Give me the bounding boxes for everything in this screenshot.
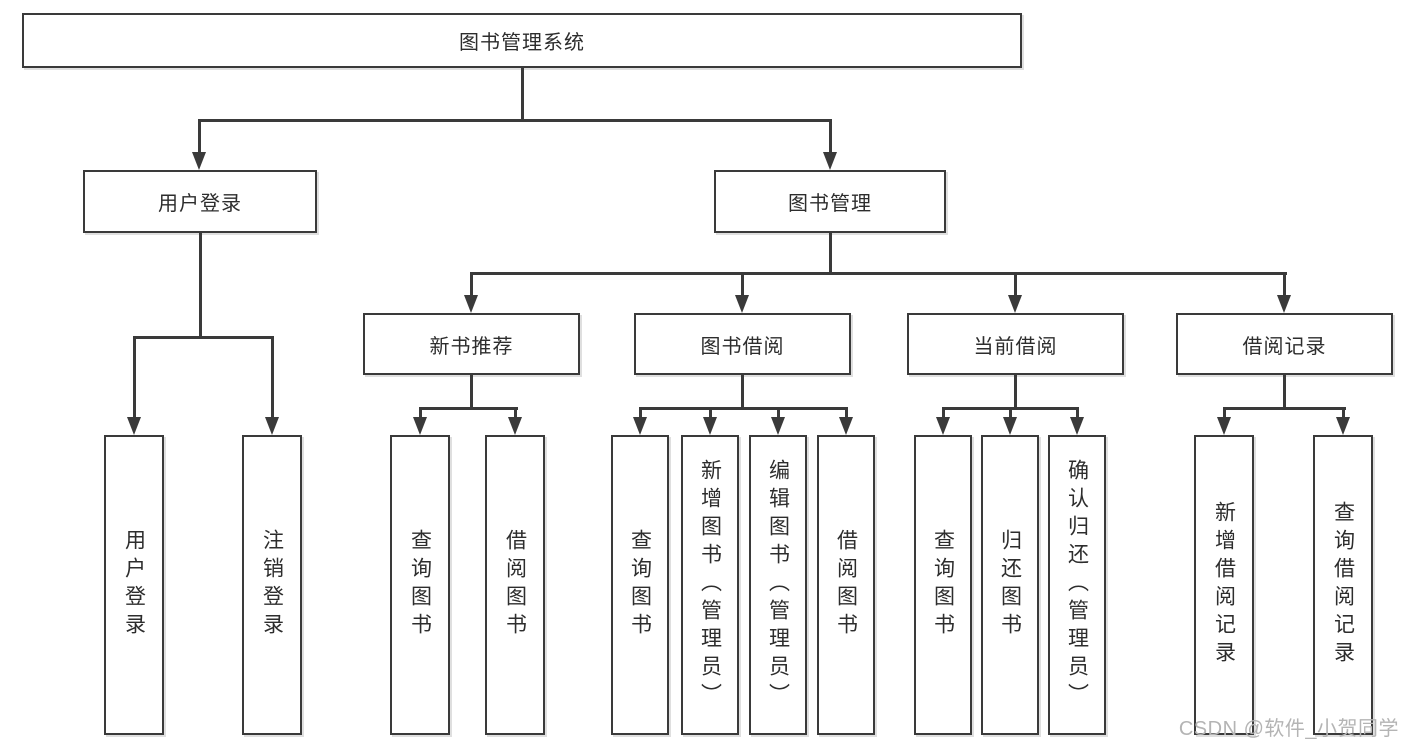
arrowhead-down-icon <box>265 417 279 435</box>
connector-stem <box>1076 407 1079 419</box>
leaf-add-book-admin: 新增图书（管理员） <box>681 435 739 735</box>
node-borrowing-records: 借阅记录 <box>1176 313 1393 375</box>
leaf-confirm-return-admin: 确认归还（管理员） <box>1048 435 1106 735</box>
leaf-query-books-current: 查询图书 <box>914 435 972 735</box>
csdn-watermark: CSDN @软件_小贺同学 <box>1178 718 1399 740</box>
arrowhead-down-icon <box>127 417 141 435</box>
arrowhead-down-icon <box>823 152 837 170</box>
leaf-borrow-books-recommend: 借阅图书 <box>485 435 545 735</box>
leaf-logout: 注销登录 <box>242 435 302 735</box>
connector-stem <box>1283 375 1286 409</box>
leaf-edit-book-admin: 编辑图书（管理员） <box>749 435 807 735</box>
leaf-query-books-borrowing: 查询图书 <box>611 435 669 735</box>
connector-stem <box>777 407 780 419</box>
leaf-query-books-recommend-label: 查询图书 <box>408 529 432 641</box>
connector-stem <box>741 375 744 409</box>
leaf-return-book-label: 归还图书 <box>998 529 1022 641</box>
connector-stem <box>470 375 473 409</box>
connector-stem <box>639 407 642 419</box>
node-library-system-label: 图书管理系统 <box>459 32 585 54</box>
arrowhead-down-icon <box>413 417 427 435</box>
connector-bar <box>198 119 832 122</box>
connector-bar <box>639 407 848 410</box>
arrowhead-down-icon <box>508 417 522 435</box>
leaf-add-borrow-record-label: 新增借阅记录 <box>1212 501 1236 669</box>
leaf-borrow-books-borrowing: 借阅图书 <box>817 435 875 735</box>
connector-stem <box>1009 407 1012 419</box>
leaf-confirm-return-admin-label: 确认归还（管理员） <box>1065 459 1089 711</box>
connector-stem <box>470 272 473 297</box>
arrowhead-down-icon <box>1217 417 1231 435</box>
node-user-login-label: 用户登录 <box>158 193 242 215</box>
connector-stem <box>845 407 848 419</box>
connector-stem <box>271 336 274 419</box>
leaf-query-books-borrowing-label: 查询图书 <box>628 529 652 641</box>
connector-stem <box>419 407 422 419</box>
node-library-system: 图书管理系统 <box>22 13 1022 68</box>
connector-stem <box>521 68 524 120</box>
node-current-borrowing: 当前借阅 <box>907 313 1124 375</box>
connector-stem <box>942 407 945 419</box>
leaf-borrow-books-recommend-label: 借阅图书 <box>503 529 527 641</box>
arrowhead-down-icon <box>1277 295 1291 313</box>
node-user-login: 用户登录 <box>83 170 317 233</box>
leaf-query-books-current-label: 查询图书 <box>931 529 955 641</box>
node-new-book-recommend-label: 新书推荐 <box>429 335 514 358</box>
arrowhead-down-icon <box>1008 295 1022 313</box>
arrowhead-down-icon <box>633 417 647 435</box>
leaf-borrow-books-borrowing-label: 借阅图书 <box>834 529 858 641</box>
node-current-borrowing-label: 当前借阅 <box>973 335 1058 358</box>
arrowhead-down-icon <box>839 417 853 435</box>
connector-stem <box>198 119 201 153</box>
connector-stem <box>514 407 517 419</box>
leaf-user-login-label: 用户登录 <box>122 529 146 641</box>
arrowhead-down-icon <box>1336 417 1350 435</box>
arrowhead-down-icon <box>703 417 717 435</box>
arrowhead-down-icon <box>735 295 749 313</box>
node-book-management-label: 图书管理 <box>788 193 872 215</box>
connector-stem <box>741 272 744 297</box>
leaf-logout-label: 注销登录 <box>260 529 284 641</box>
leaf-query-books-recommend: 查询图书 <box>390 435 450 735</box>
arrowhead-down-icon <box>1070 417 1084 435</box>
connector-stem <box>709 407 712 419</box>
connector-stem <box>1223 407 1226 419</box>
node-borrowing-records-label: 借阅记录 <box>1242 335 1327 358</box>
arrowhead-down-icon <box>771 417 785 435</box>
connector-bar <box>1223 407 1346 410</box>
connector-stem <box>1014 272 1017 297</box>
leaf-query-borrow-record-label: 查询借阅记录 <box>1331 501 1355 669</box>
connector-bar <box>133 336 274 339</box>
arrowhead-down-icon <box>1003 417 1017 435</box>
connector-bar <box>419 407 518 410</box>
node-book-management: 图书管理 <box>714 170 946 233</box>
leaf-edit-book-admin-label: 编辑图书（管理员） <box>766 459 790 711</box>
arrowhead-down-icon <box>936 417 950 435</box>
arrowhead-down-icon <box>192 152 206 170</box>
leaf-user-login: 用户登录 <box>104 435 164 735</box>
node-new-book-recommend: 新书推荐 <box>363 313 580 375</box>
leaf-query-borrow-record: 查询借阅记录 <box>1313 435 1373 735</box>
arrowhead-down-icon <box>464 295 478 313</box>
connector-stem <box>1283 272 1286 297</box>
leaf-add-borrow-record: 新增借阅记录 <box>1194 435 1254 735</box>
leaf-return-book: 归还图书 <box>981 435 1039 735</box>
connector-stem <box>133 336 136 419</box>
leaf-add-book-admin-label: 新增图书（管理员） <box>698 459 722 711</box>
connector-bar <box>470 272 1287 275</box>
node-book-borrowing: 图书借阅 <box>634 313 851 375</box>
node-book-borrowing-label: 图书借阅 <box>700 335 785 358</box>
connector-stem <box>1342 407 1345 419</box>
connector-stem <box>1014 375 1017 409</box>
connector-stem <box>829 233 832 274</box>
connector-stem <box>199 233 202 338</box>
connector-stem <box>829 119 832 153</box>
